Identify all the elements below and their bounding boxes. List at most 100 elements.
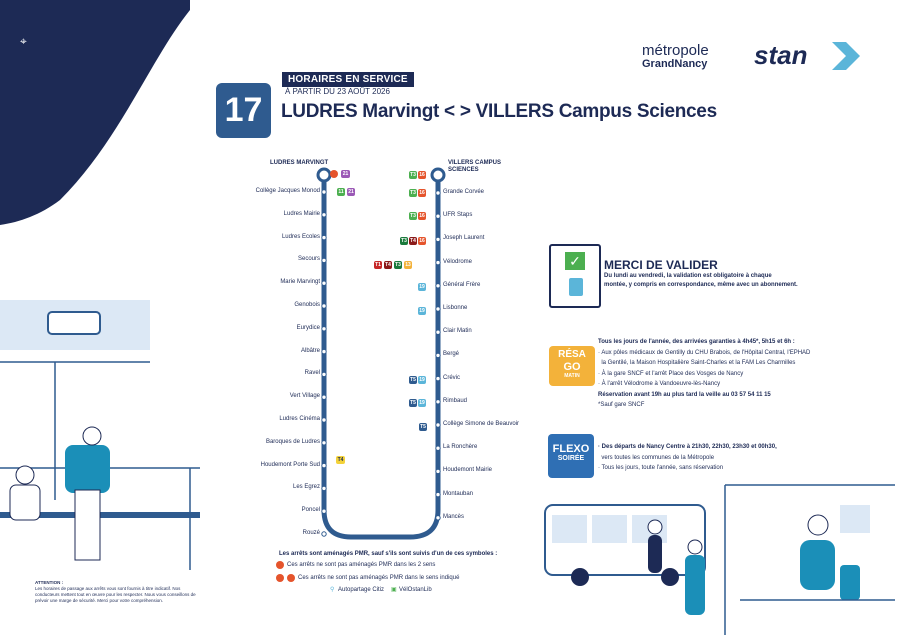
stop-left: Collège Jacques Monod — [255, 188, 320, 194]
line-chip: 19 — [418, 307, 426, 315]
stop-left: Poncel — [301, 507, 320, 514]
stan-chevron-icon — [832, 42, 860, 70]
resago-lines-line: · Aux pôles médicaux de Gentilly du CHU … — [598, 349, 811, 356]
validate-illustration: ✓ — [549, 244, 601, 308]
stop-dot — [435, 375, 441, 382]
stop-left: Ludres Ecoles — [281, 233, 320, 240]
stop-left: Ludres Cinéma — [279, 416, 320, 422]
stop-dot — [435, 422, 441, 428]
stop-left: Ravel — [304, 370, 320, 377]
stop-dot — [435, 213, 441, 219]
stop-right: La Ronchère — [443, 444, 478, 451]
stop-dot — [321, 326, 327, 332]
line-chip: T5 — [419, 423, 427, 431]
stop-dot — [321, 394, 327, 400]
legend-intro: Les arrêts sont aménagés PMR, sauf s'ils… — [279, 551, 498, 557]
stop-dot — [435, 306, 441, 312]
line-chip: T4 — [409, 237, 417, 245]
metropole-logo-line2: GrandNancy — [642, 58, 708, 70]
stop-dot — [435, 468, 441, 475]
line-chip: T3 — [409, 212, 417, 220]
stop-dot — [321, 417, 327, 423]
stop-dot — [435, 259, 441, 266]
line-chip: T4 — [336, 456, 345, 464]
stop-right: Vélodrome — [443, 258, 473, 265]
stop-left: Genobois — [294, 302, 320, 308]
stop-dot — [321, 485, 327, 492]
resago-lines-line: · À l'arrêt Vélodrome à Vandoeuvre-lès-N… — [598, 381, 721, 387]
stop-dot — [435, 399, 441, 405]
stop-dot — [321, 303, 327, 309]
resago-logo-line3: MATIN — [564, 373, 580, 379]
pmr-both-icon — [276, 561, 284, 569]
left-terminus: LUDRES MARVINGT — [270, 160, 329, 166]
line-chip: 21 — [341, 170, 350, 178]
attention-label: ATTENTION : — [35, 580, 64, 585]
line-chip: T5 — [409, 376, 417, 384]
stop-dot — [435, 445, 441, 451]
line-chip: 13 — [404, 261, 412, 269]
stop-dot — [321, 212, 327, 218]
resago-lines-line: Réservation avant 19h au plus tard la ve… — [598, 391, 771, 398]
merci-text-2: montée, y compris en correspondance, mêm… — [604, 282, 798, 288]
pmr-direction-icon — [276, 574, 284, 582]
attention-text: Les horaires de passage aux arrêts vous … — [35, 586, 196, 603]
line-chip: T4 — [384, 261, 392, 269]
resago-lines-line: · À la gare SNCF et l'arrêt Place des Vo… — [598, 370, 744, 377]
flexo-logo-line2: SOIRÉE — [557, 455, 585, 462]
service-badge: HORAIRES EN SERVICE — [282, 72, 414, 87]
stop-dot — [435, 236, 441, 243]
stop-left: Marie Marvingt — [280, 279, 320, 286]
line-chip: T3 — [409, 171, 417, 179]
cursor-icon: ⌖ — [20, 34, 27, 48]
right-terminus-line2: SCIENCES — [448, 167, 479, 173]
stop-dot — [321, 508, 327, 514]
stop-dot — [321, 371, 327, 378]
legend-citiz: Autopartage Citiz — [338, 587, 385, 593]
attention-note: ATTENTION : Les horaires de passage aux … — [35, 580, 205, 604]
legend-item-1: Ces arrêts ne sont pas aménagés PMR dans… — [287, 562, 436, 568]
resago-lines-line: Tous les jours de l'année, des arrivées … — [598, 339, 795, 345]
line-chip: 16 — [418, 212, 426, 220]
stop-dot — [321, 348, 327, 355]
stop-left: Vert Village — [289, 393, 320, 400]
stop-right: Collège Simone de Beauvoir — [443, 421, 520, 427]
flexo-logo: FLEXO SOIRÉE — [548, 434, 594, 478]
line-number: 17 — [216, 83, 271, 138]
metropole-logo-line1: métropole — [642, 42, 709, 59]
stop-right: Lisbonne — [443, 305, 468, 311]
resago-logo-line1: RÉSA — [558, 349, 586, 360]
stop-dot — [321, 257, 327, 264]
route-diagram — [316, 167, 446, 540]
stop-left: Eurydice — [296, 324, 320, 331]
stop-dot — [435, 190, 441, 196]
flexo-lines-line: · Tous les jours, toute l'année, sans ré… — [598, 465, 724, 471]
stop-left: Albâtre — [300, 347, 320, 354]
legend-velostan: VélOstanLib — [399, 587, 432, 593]
stop-left: Ludres Mairie — [283, 210, 320, 217]
citiz-icon: ⚲ — [330, 587, 335, 593]
stop-left: Les Egrez — [292, 484, 320, 491]
line-chip: 16 — [418, 237, 426, 245]
flexo-lines-line: · Des départs de Nancy Centre à 21h30, 2… — [598, 444, 777, 450]
stop-right: Grande Corvée — [443, 189, 485, 195]
stop-left: Rouzé — [302, 530, 320, 536]
resago-lines-line: la Gentilé, la Maison Hospitalière Saint… — [598, 360, 796, 366]
stop-dot — [435, 491, 441, 498]
stop-right: Clair Matin — [443, 328, 472, 335]
resago-logo-line2: GO — [563, 361, 581, 373]
stop-dot — [435, 283, 441, 289]
stop-right: Joseph Laurent — [443, 235, 485, 242]
line-chip: T5 — [409, 399, 417, 407]
resago-logo: RÉSA GO MATIN — [549, 346, 595, 386]
stop-left: Houdemont Porte Sud — [260, 461, 320, 468]
stop-right: Montauban — [443, 490, 474, 497]
velostan-icon: ▣ — [391, 587, 397, 593]
pmr-icon — [330, 170, 338, 178]
stop-right: Général Frère — [443, 281, 481, 288]
service-date: À PARTIR DU 23 AOÛT 2026 — [285, 87, 390, 96]
legend-item-2: Ces arrêts ne sont pas aménagés PMR dans… — [298, 575, 460, 581]
stan-logo: stan — [754, 40, 808, 70]
stop-right: UFR Staps — [443, 212, 473, 219]
line-chip: 19 — [418, 283, 426, 291]
